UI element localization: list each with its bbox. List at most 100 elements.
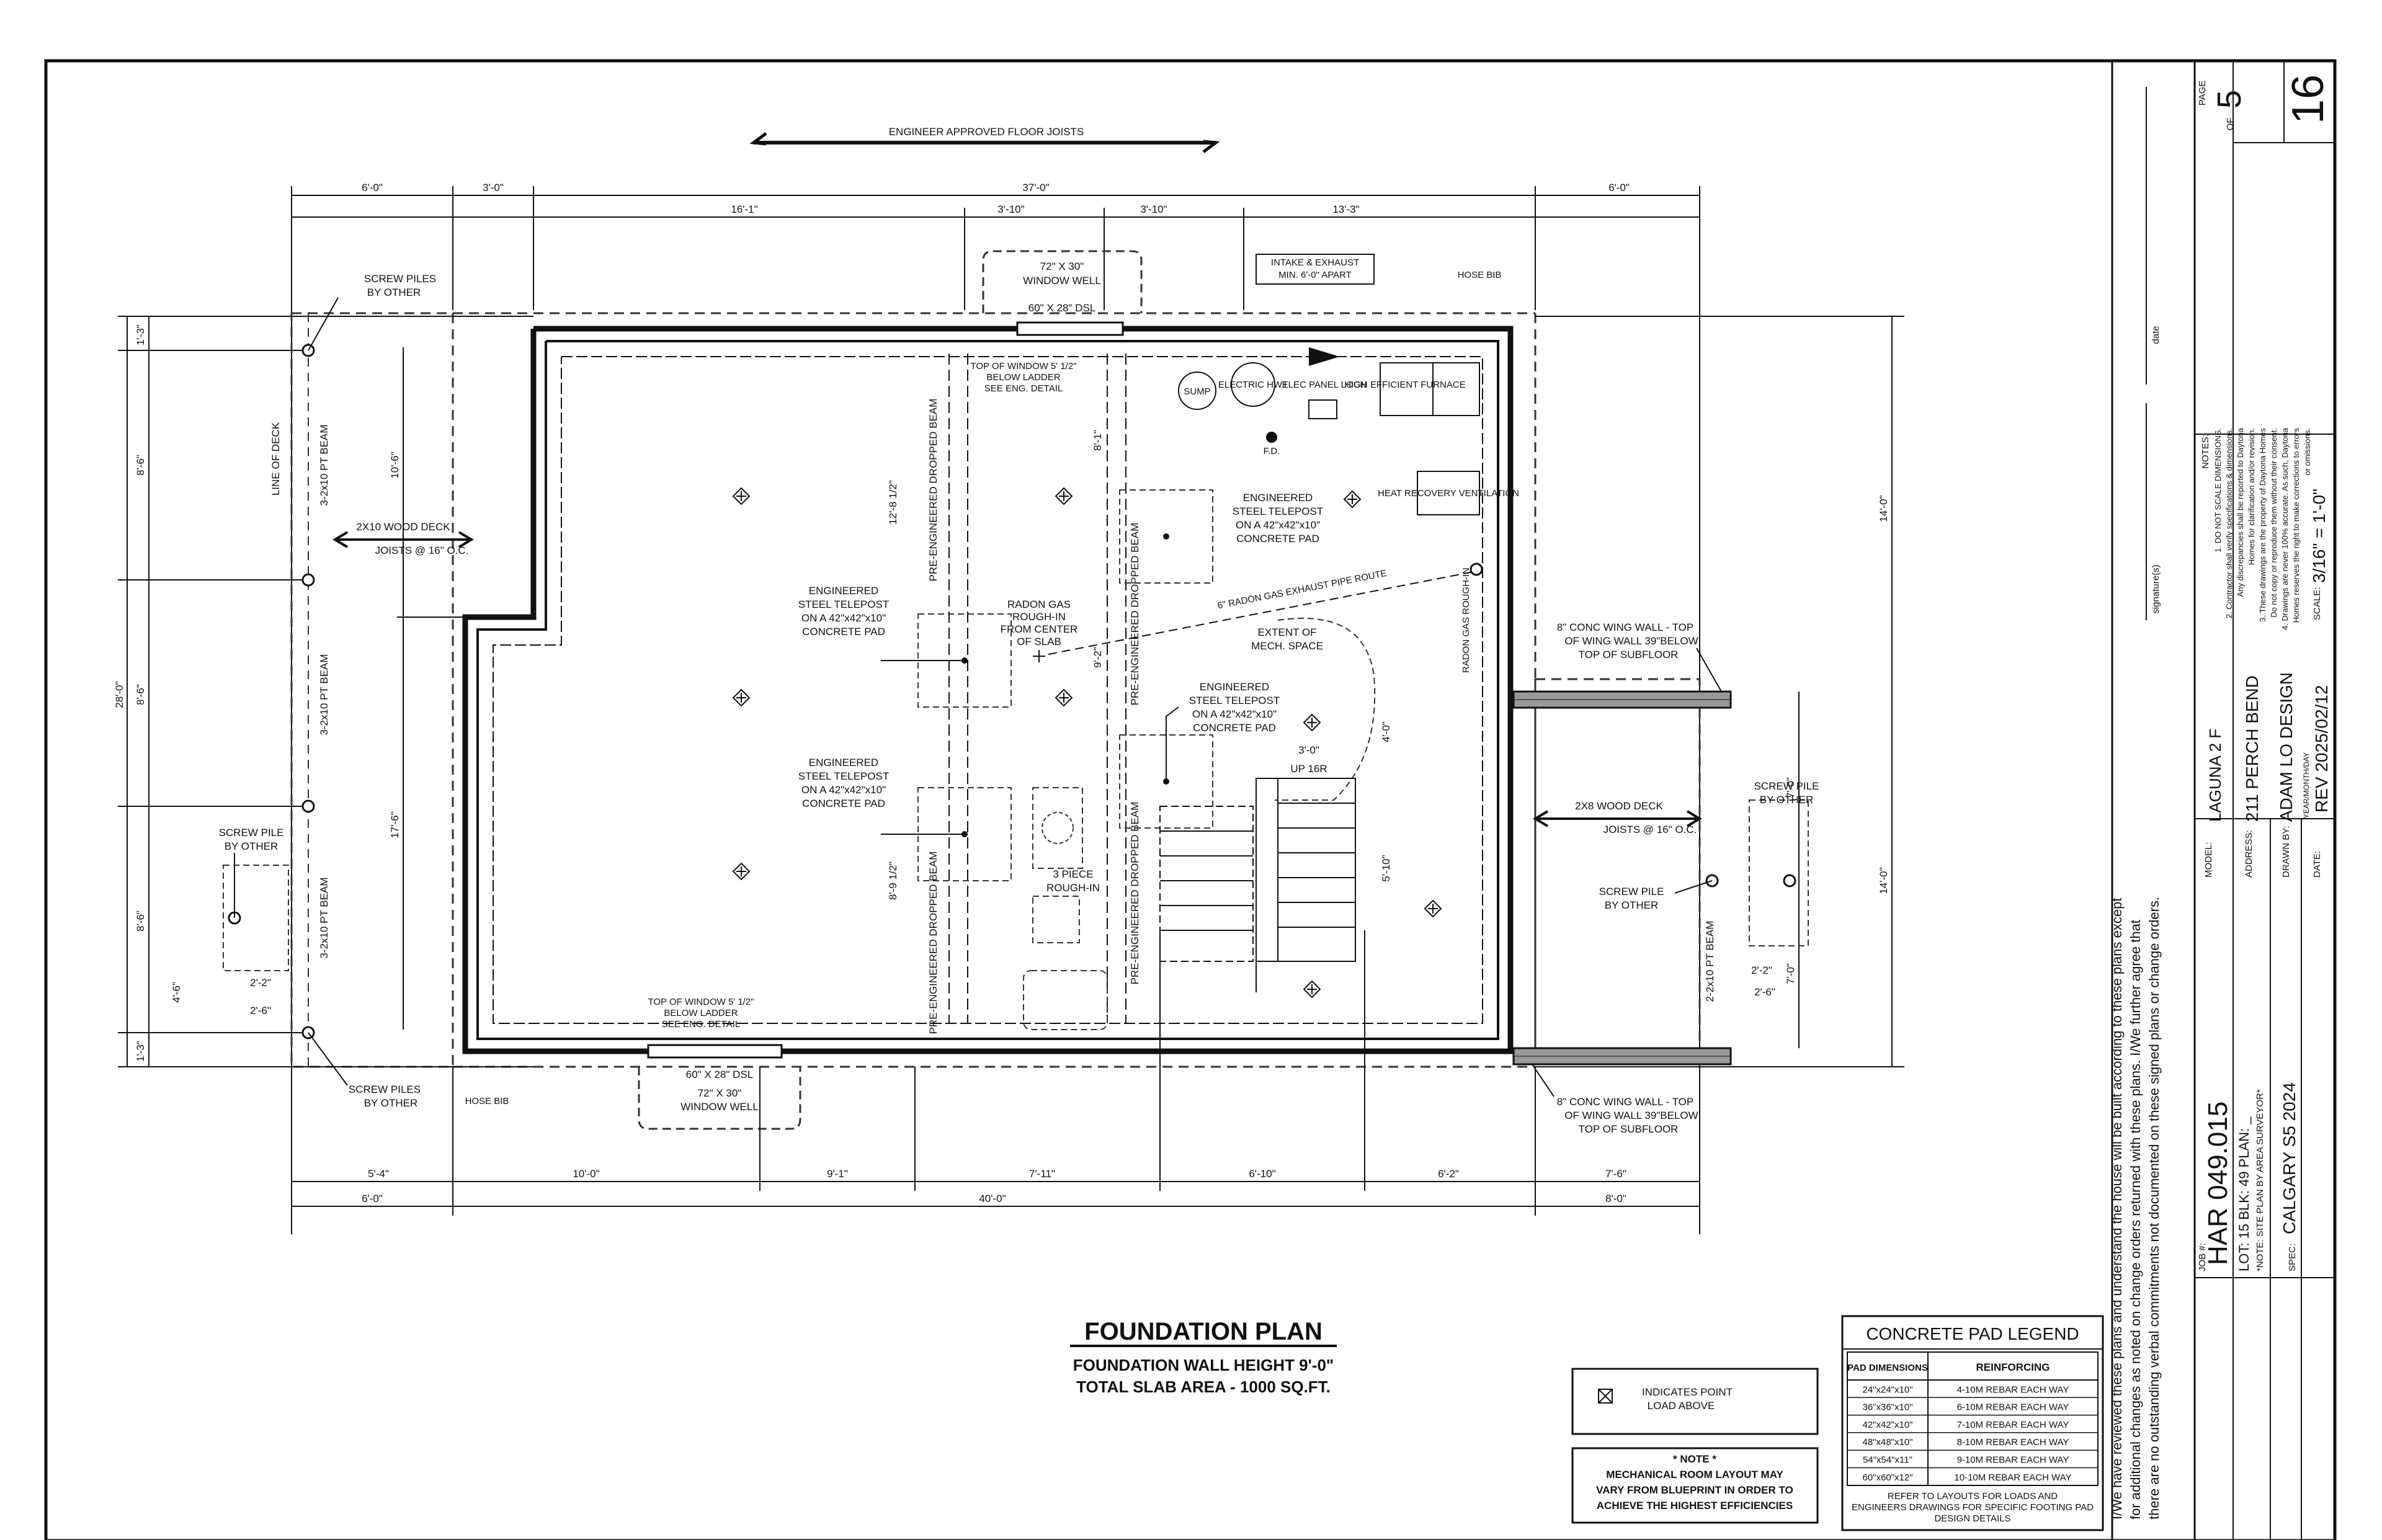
svg-text:ENGINEERED: ENGINEERED xyxy=(809,757,878,768)
pad-footnote: ENGINEERS DRAWINGS FOR SPECIFIC FOOTING … xyxy=(1852,1502,2094,1513)
pad-footnote: DESIGN DETAILS xyxy=(1934,1513,2010,1524)
pad-dim: 54"x54"x11" xyxy=(1863,1455,1912,1466)
model-label: MODEL: xyxy=(2203,842,2214,878)
telepost-note-2: ENGINEERED STEEL TELEPOST ON A 42"x42"x1… xyxy=(798,757,965,835)
mech-room-note: * NOTE * MECHANICAL ROOM LAYOUT MAY VARY… xyxy=(1571,1447,1819,1524)
conc-wing: TOP OF SUBFLOOR xyxy=(1579,1123,1679,1135)
left-dim: 8'-6" xyxy=(135,684,146,705)
intake-exhaust-min: MIN. 6'-0" APART xyxy=(1278,270,1352,280)
by-other: BY OTHER xyxy=(367,287,421,298)
svg-text:ROUGH-IN: ROUGH-IN xyxy=(1012,611,1066,623)
by-other: BY OTHER xyxy=(1760,794,1814,806)
page-label: PAGE xyxy=(2197,81,2208,106)
conc-wing: 8" CONC WING WALL - TOP xyxy=(1557,621,1693,633)
radon-small: RADON GAS ROUGH-IN xyxy=(1461,567,1471,673)
stairs xyxy=(1159,778,1356,992)
left-dim: 8'-6" xyxy=(135,455,146,476)
bathroom-rough-in: 3 PIECE ROUGH-IN xyxy=(1023,787,1108,1030)
pad-footnote: REFER TO LAYOUTS FOR LOADS AND xyxy=(1888,1491,2058,1502)
by-other: BY OTHER xyxy=(225,840,279,852)
svg-text:ON A 42"x42"x10": ON A 42"x42"x10" xyxy=(801,784,886,796)
dim-4-0: 4'-0" xyxy=(1380,721,1392,742)
window-well-label: WINDOW WELL xyxy=(1023,275,1101,287)
pad-col-header: PAD DIMENSIONS xyxy=(1847,1363,1928,1373)
window-well-label: WINDOW WELL xyxy=(680,1101,759,1113)
screw-pile-label: SCREW PILE xyxy=(1754,780,1819,792)
below-ladder: BELOW LADDER xyxy=(664,1008,738,1018)
svg-text:ON A 42"x42"x10": ON A 42"x42"x10" xyxy=(1192,708,1277,720)
top-dim: 3'-0" xyxy=(483,182,504,194)
address-value: 211 PERCH BEND xyxy=(2242,675,2262,822)
pad-reinforcing: 10-10M REBAR EACH WAY xyxy=(1954,1472,2071,1483)
up-stairs: UP 16R xyxy=(1290,763,1327,775)
svg-text:STEEL TELEPOST: STEEL TELEPOST xyxy=(1233,505,1323,517)
svg-text:ACHIEVE THE HIGHEST EFFICIENCI: ACHIEVE THE HIGHEST EFFICIENCIES xyxy=(1597,1500,1793,1511)
joists-16: JOISTS @ 16" O.C. xyxy=(375,545,469,556)
sump-label: SUMP xyxy=(1184,386,1210,397)
beam-2-2x10: 2-2x10 PT BEAM xyxy=(1704,920,1716,1002)
pad-dim: 48"x48"x10" xyxy=(1862,1437,1912,1448)
point-load-text: LOAD ABOVE xyxy=(1648,1400,1715,1412)
window-well-bottom: 60" X 28" DSL 72" X 30" WINDOW WELL xyxy=(638,1044,801,1130)
point-load-text: INDICATES POINT xyxy=(1642,1386,1733,1398)
note-line: Any discrepancies shall be reported to D… xyxy=(2236,427,2245,597)
conc-wing: TOP OF SUBFLOOR xyxy=(1579,649,1679,661)
top-of-window: TOP OF WINDOW 5' 1/2" xyxy=(971,361,1077,372)
note-line: or omissions. xyxy=(2303,428,2312,476)
window-well-size: 72" X 30" xyxy=(1040,260,1084,272)
screw-pile-label: SCREW PILE xyxy=(219,827,284,839)
agreement: I/We have reviewed these plans and under… xyxy=(2109,898,2125,1520)
note-line: 3. These drawings are the property of Da… xyxy=(2258,428,2267,622)
top-dim: 6'-0" xyxy=(1608,182,1630,194)
radon-rough-in: RADON GAS ROUGH-IN FROM CENTER OF SLAB xyxy=(1001,599,1077,662)
svg-text:CONCRETE PAD: CONCRETE PAD xyxy=(1236,533,1319,545)
wall-height: FOUNDATION WALL HEIGHT 9'-0" xyxy=(1073,1356,1334,1374)
svg-text:CONCRETE PAD: CONCRETE PAD xyxy=(802,626,885,638)
right-dim: 14'-0" xyxy=(1878,495,1889,522)
svg-text:ENGINEERED: ENGINEERED xyxy=(1200,681,1269,693)
drawn-label: DRAWN BY: xyxy=(2281,826,2291,878)
svg-text:ON A 42"x42"x10": ON A 42"x42"x10" xyxy=(1236,519,1320,531)
inner-left-dim: 17'-6" xyxy=(389,811,401,838)
point-load-legend: INDICATES POINT LOAD ABOVE xyxy=(1571,1368,1819,1435)
bottom-dim: 10'-0" xyxy=(573,1168,599,1180)
agreement: there are no outstanding verbal commitme… xyxy=(2146,897,2162,1520)
svg-text:OF SLAB: OF SLAB xyxy=(1017,636,1061,648)
top-sub-dim: 3'-10" xyxy=(997,203,1024,215)
notes-heading: NOTES: xyxy=(2200,434,2211,469)
telepost-note-4: ENGINEERED STEEL TELEPOST ON A 42"x42"x1… xyxy=(1166,681,1280,781)
top-sub-dim: 13'-3" xyxy=(1332,203,1359,215)
pad-reinforcing: 7-10M REBAR EACH WAY xyxy=(1957,1420,2069,1430)
pre-eng-beam: PRE-ENGINEERED DROPPED BEAM xyxy=(927,852,939,1035)
window-dsl: 60" X 28" DSL xyxy=(686,1069,753,1080)
pre-eng-beam: PRE-ENGINEERED DROPPED BEAM xyxy=(1129,523,1141,706)
pad-reinforcing: 6-10M REBAR EACH WAY xyxy=(1957,1402,2069,1413)
pad-reinforcing: 8-10M REBAR EACH WAY xyxy=(1957,1437,2069,1448)
by-other: BY OTHER xyxy=(1605,899,1659,911)
svg-text:STEEL TELEPOST: STEEL TELEPOST xyxy=(798,770,889,782)
pre-eng-beam: PRE-ENGINEERED DROPPED BEAM xyxy=(927,399,939,582)
right-dimensions xyxy=(1535,316,1904,1067)
left-dim: 8'-6" xyxy=(135,910,146,932)
svg-text:VARY FROM BLUEPRINT IN ORDER T: VARY FROM BLUEPRINT IN ORDER TO xyxy=(1596,1484,1793,1496)
top-dim: 37'-0" xyxy=(1022,182,1049,194)
conc-wing: 8" CONC WING WALL - TOP xyxy=(1557,1096,1693,1108)
right-deck-outline xyxy=(1534,678,1701,1053)
svg-text:ROUGH-IN: ROUGH-IN xyxy=(1046,882,1100,894)
bottom-total: 6'-0" xyxy=(362,1193,383,1204)
pad-dim: 36"x36"x10" xyxy=(1862,1402,1912,1413)
dim-3-0: 3'-0" xyxy=(1298,744,1319,756)
address-label: ADDRESS: xyxy=(2244,830,2254,878)
floor-joists-arrow: ENGINEER APPROVED FLOOR JOISTS xyxy=(749,126,1220,153)
bottom-dim: 6'-2" xyxy=(1438,1168,1459,1180)
left-deck-arrow: 2X10 WOOD DECK JOISTS @ 16" O.C. xyxy=(332,521,474,556)
beam-3-2x10: 3-2x10 PT BEAM xyxy=(318,654,330,735)
floor-plan: ENGINEER APPROVED FLOOR JOISTS 6'-0" 3'-… xyxy=(114,126,1904,1234)
job-number: HAR 049.015 xyxy=(2203,1102,2233,1265)
see-eng: SEE ENG. DETAIL xyxy=(662,1019,740,1030)
window-well-size: 72" X 30" xyxy=(698,1087,742,1099)
dim-9-2: 9'-2" xyxy=(1092,647,1104,668)
telepost-note-3: ENGINEERED STEEL TELEPOST ON A 42"x42"x1… xyxy=(1233,492,1323,545)
top-dimensions xyxy=(291,186,1700,1234)
beam-3-2x10: 3-2x10 PT BEAM xyxy=(318,877,330,958)
